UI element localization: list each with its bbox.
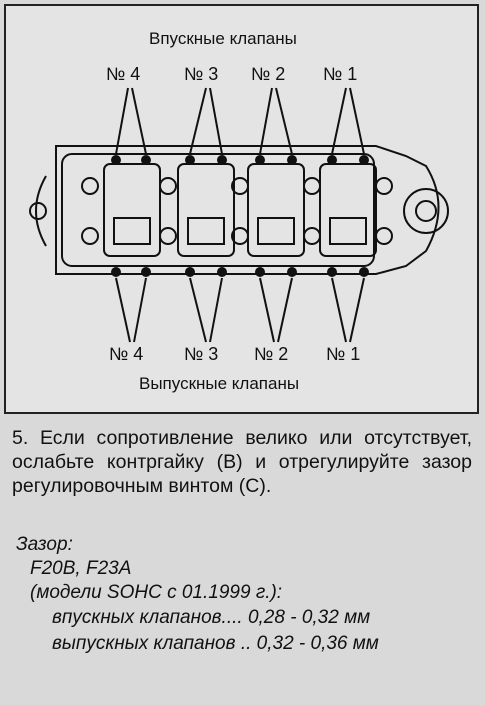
- intake-label-2: № 2: [251, 64, 286, 84]
- engine-models: F20B, F23A: [30, 558, 132, 579]
- intake-clearance: впускных клапанов.... 0,28 - 0,32 мм: [52, 607, 371, 628]
- cylinder-head-diagram: [29, 87, 449, 343]
- intake-label-3: № 3: [184, 64, 219, 84]
- valve-markers: [111, 155, 369, 277]
- engine-models-note: (модели SOHC с 01.1999 г.):: [30, 582, 283, 603]
- intake-arrows: [115, 87, 365, 155]
- clearance-heading: Зазор:: [16, 534, 73, 555]
- exhaust-arrows: [115, 277, 365, 343]
- cylinders: [81, 163, 393, 257]
- intake-label-1: № 1: [323, 64, 358, 84]
- instruction-paragraph: 5. Если сопротивление велико или отсутст…: [12, 426, 472, 498]
- exhaust-label-4: № 4: [109, 344, 144, 364]
- intake-label-4: № 4: [106, 64, 141, 84]
- exhaust-valves-title: Выпускные клапаны: [139, 374, 300, 393]
- exhaust-label-2: № 2: [254, 344, 289, 364]
- diagram-frame: Впускные клапаны № 4 № 3 № 2 № 1: [4, 4, 479, 414]
- instruction-step-5: 5. Если сопротивление велико или отсутст…: [12, 427, 472, 497]
- exhaust-label-3: № 3: [184, 344, 219, 364]
- intake-valves-title: Впускные клапаны: [149, 29, 297, 48]
- exhaust-label-1: № 1: [326, 344, 361, 364]
- exhaust-clearance: выпускных клапанов .. 0,32 - 0,36 мм: [52, 633, 379, 654]
